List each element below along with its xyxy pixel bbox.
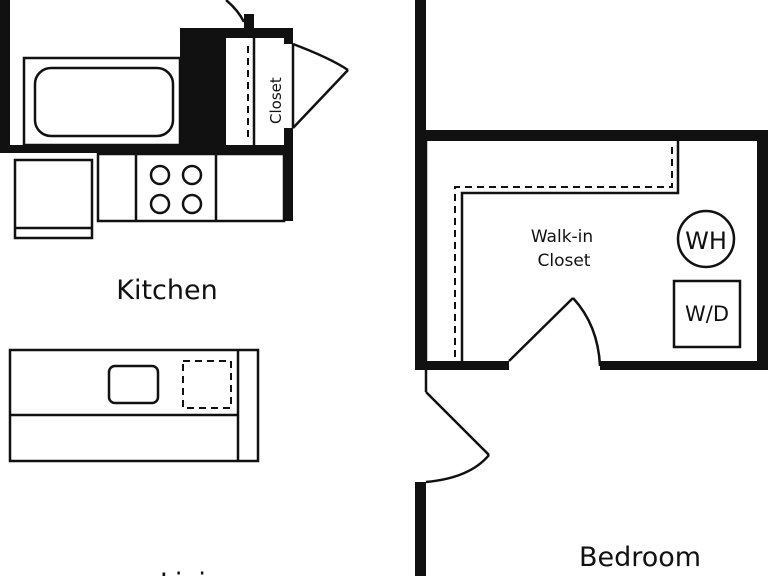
washer-dryer (672, 279, 742, 349)
stove (149, 164, 203, 215)
bath-top-wall (180, 28, 293, 38)
small-closet (247, 38, 349, 145)
burner (181, 193, 203, 215)
kitchen-label: Kitchen (116, 275, 217, 306)
sink (107, 364, 160, 405)
closet-label: Closet (267, 77, 285, 124)
closet-right-wall-lower (284, 128, 293, 153)
left-wall-upper (0, 0, 10, 145)
burner (181, 164, 203, 186)
closet-bottom-wall-right (600, 361, 768, 370)
water-heater-label: WH (685, 227, 727, 255)
bedroom-door (425, 391, 490, 484)
center-wall-bottom (415, 482, 426, 576)
refrigerator (13, 158, 94, 240)
bath-post (180, 28, 226, 146)
kitchen-island (8, 348, 260, 463)
bedroom-label: Bedroom (579, 542, 701, 573)
bath-door-swing (225, 0, 246, 23)
walk-in-closet-label-line1: Walk-in (531, 227, 593, 247)
top-stub (244, 14, 254, 32)
counter-run (96, 152, 286, 223)
washer-dryer-label: W/D (685, 302, 729, 326)
bathtub (22, 56, 182, 147)
closet-top-wall (415, 130, 768, 141)
living-label: Living (160, 568, 240, 576)
walk-in-closet-door (508, 297, 602, 367)
center-wall-top (415, 0, 426, 365)
closet-right-wall-main (757, 130, 768, 370)
kitchen-right-wall (284, 153, 293, 221)
burner (149, 164, 171, 186)
burner (149, 193, 171, 215)
walk-in-closet (424, 141, 680, 361)
bath-bottom-wall (0, 145, 293, 153)
walk-in-closet-label-line2: Closet (538, 251, 591, 271)
water-heater (676, 209, 736, 269)
dishwasher (182, 360, 232, 409)
closet-bottom-wall-left (415, 361, 509, 370)
closet-right-wall (284, 28, 293, 44)
